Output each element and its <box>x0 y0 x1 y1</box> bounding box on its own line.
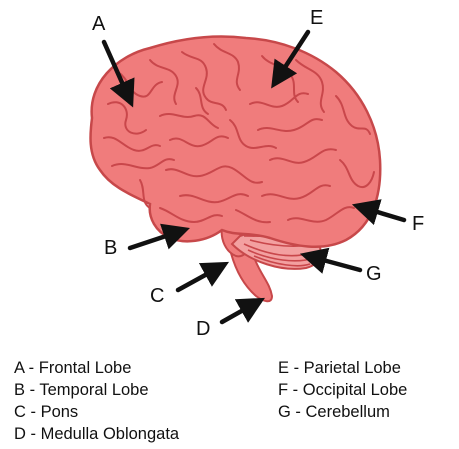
callout-letter-b: B <box>104 237 117 259</box>
arrow-g <box>312 257 360 270</box>
legend-item-medulla-oblongata: D - Medulla Oblongata <box>14 423 179 445</box>
legend-item-cerebellum: G - Cerebellum <box>278 401 407 423</box>
cerebrum <box>90 36 380 246</box>
callout-letter-c: C <box>150 285 164 307</box>
legend-right-column: E - Parietal Lobe F - Occipital Lobe G -… <box>278 357 407 423</box>
legend-item-frontal-lobe: A - Frontal Lobe <box>14 357 179 379</box>
callout-letter-e: E <box>310 7 323 29</box>
callout-letter-f: F <box>412 213 424 235</box>
legend-item-parietal-lobe: E - Parietal Lobe <box>278 357 407 379</box>
callout-letter-d: D <box>196 318 210 340</box>
callout-letter-a: A <box>92 13 106 35</box>
legend-item-occipital-lobe: F - Occipital Lobe <box>278 379 407 401</box>
arrow-d <box>222 304 254 322</box>
legend-item-temporal-lobe: B - Temporal Lobe <box>14 379 179 401</box>
arrow-c <box>178 268 218 290</box>
legend-item-pons: C - Pons <box>14 401 179 423</box>
callout-letter-g: G <box>366 263 382 285</box>
arrow-b <box>130 232 178 248</box>
legend-left-column: A - Frontal Lobe B - Temporal Lobe C - P… <box>14 357 179 445</box>
